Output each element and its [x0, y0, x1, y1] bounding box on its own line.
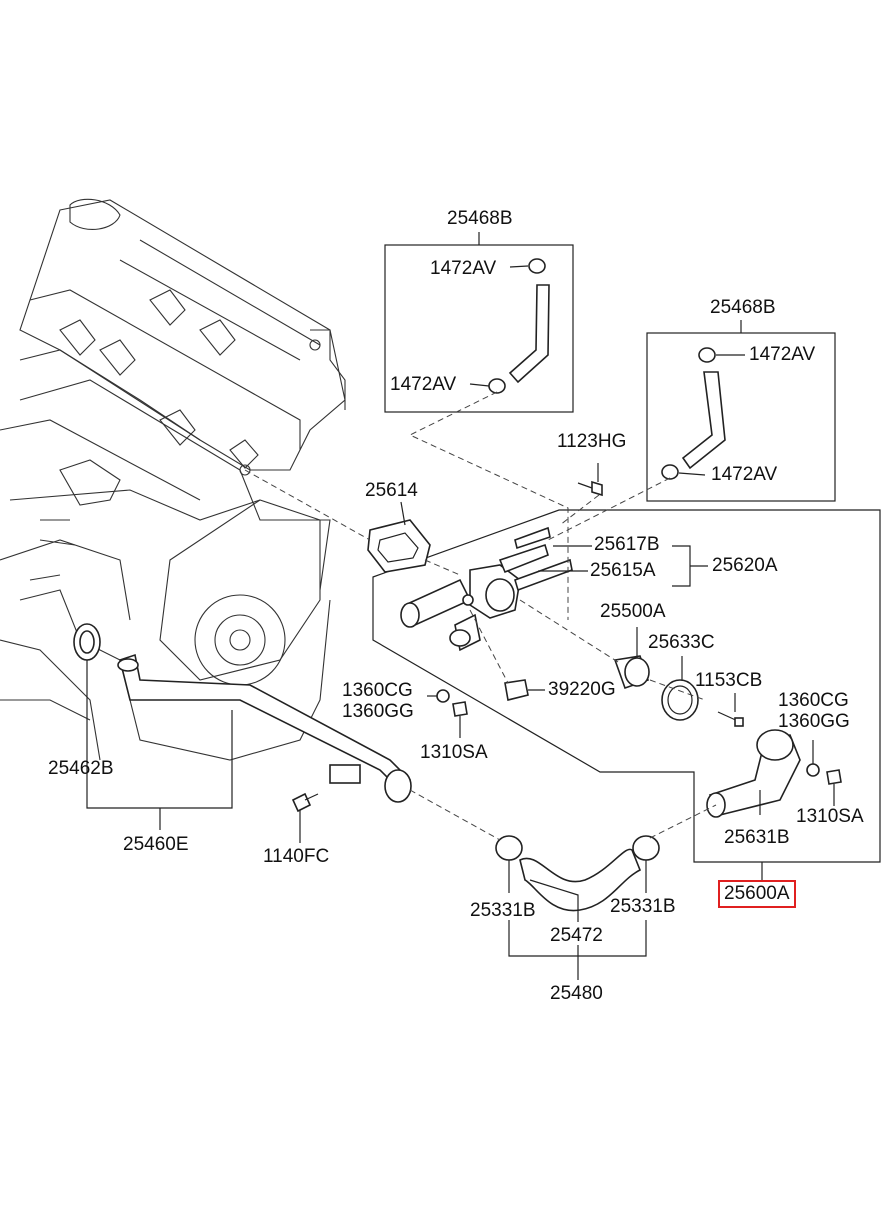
label-nut-1310sa-left[interactable]: 1310SA [420, 742, 488, 763]
label-thermostat-25500a[interactable]: 25500A [600, 601, 666, 622]
label-clamp-25331b-left[interactable]: 25331B [470, 900, 536, 921]
washer-nut-left-drawing [427, 689, 468, 738]
label-hose-assembly-25480[interactable]: 25480 [550, 983, 603, 1004]
label-sensor-39220g[interactable]: 39220G [548, 679, 616, 700]
label-hose-25472[interactable]: 25472 [550, 925, 603, 946]
sensor-39220g-drawing [504, 679, 545, 701]
water-pipe-25460e-drawing [73, 623, 412, 803]
thermostat-25500a-drawing [613, 627, 650, 690]
label-pipe-assembly-25460e[interactable]: 25460E [123, 834, 189, 855]
label-pipe-25617b[interactable]: 25617B [594, 534, 660, 555]
pipe-25631b-drawing [706, 729, 801, 818]
label-pipe-25615a[interactable]: 25615A [590, 560, 656, 581]
bracket-lines [86, 232, 742, 980]
label-clamp-a1[interactable]: 1472AV [430, 258, 497, 279]
label-hose-assembly-right[interactable]: 25468B [710, 297, 776, 318]
label-housing-25620a[interactable]: 25620A [712, 555, 778, 576]
label-gasket-25633c[interactable]: 25633C [648, 632, 715, 653]
label-fitting-assembly-25600a[interactable]: 25600A [718, 880, 796, 908]
gasket-25633c-drawing [661, 656, 699, 721]
label-clamp-a2[interactable]: 1472AV [390, 374, 457, 395]
label-clamp-25331b-right[interactable]: 25331B [610, 896, 676, 917]
label-washer-1360gg-left[interactable]: 1360GG [342, 701, 414, 722]
label-washer-1360gg-right[interactable]: 1360GG [778, 711, 850, 732]
label-washer-1360cg-left[interactable]: 1360CG [342, 680, 413, 701]
engine-block-illustration [0, 198, 346, 761]
thermostat-housing-drawing [400, 526, 573, 652]
label-oring-25462b[interactable]: 25462B [48, 758, 114, 779]
label-washer-1360cg-right[interactable]: 1360CG [778, 690, 849, 711]
label-nut-1310sa-right[interactable]: 1310SA [796, 806, 864, 827]
label-gasket-25614[interactable]: 25614 [365, 480, 418, 501]
dashed-leaders [244, 391, 717, 841]
hose-25472-drawing [495, 835, 660, 912]
label-bolt-1123hg[interactable]: 1123HG [557, 431, 627, 452]
gasket-25614-drawing [367, 519, 431, 573]
washer-nut-right-drawing [806, 740, 842, 806]
label-clamp-b1[interactable]: 1472AV [749, 344, 816, 365]
label-pipe-25631b[interactable]: 25631B [724, 827, 790, 848]
label-clamp-b2[interactable]: 1472AV [711, 464, 778, 485]
bolt-1123hg-drawing [577, 463, 603, 497]
stud-1153cb-drawing [717, 693, 744, 727]
fitting-assembly-box [372, 509, 881, 880]
label-stud-1153cb[interactable]: 1153CB [695, 670, 763, 691]
label-hose-assembly-top[interactable]: 25468B [447, 208, 513, 229]
hose-25468b-right-drawing [646, 332, 836, 502]
label-bolt-1140fc[interactable]: 1140FC [263, 846, 330, 867]
bolt-1140fc-drawing [291, 792, 319, 843]
